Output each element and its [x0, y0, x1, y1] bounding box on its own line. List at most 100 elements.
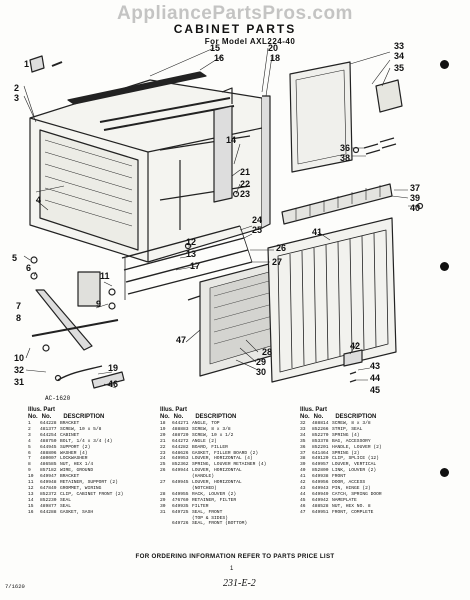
item-number: 16	[28, 509, 34, 515]
callout-44: 44	[370, 373, 381, 383]
item-number: 23	[160, 450, 166, 456]
callout-1: 1	[24, 59, 30, 69]
part-description: GASKET, SASH	[60, 509, 94, 515]
callout-13: 13	[186, 249, 197, 259]
part-number: 852201	[312, 444, 329, 450]
illus-header: Illus.	[28, 407, 42, 413]
callout-2: 2	[14, 83, 20, 93]
part-description: LOUVER, HORIZONTAL	[192, 468, 242, 474]
item-number: 30	[160, 503, 166, 509]
part-number: 476760	[172, 497, 189, 503]
part-description: LOUVER, HORIZONTAL (4)	[192, 456, 253, 462]
item-number: 39	[300, 462, 306, 468]
part-description: ANGLE, TOP	[192, 421, 220, 426]
item-number: 38	[300, 456, 306, 462]
item-number: 18	[160, 421, 166, 426]
item-number: 13	[28, 491, 34, 497]
part-description: SCREW, 8 x 3/8	[192, 426, 231, 432]
callout-37: 37	[410, 183, 421, 193]
part-number: 641464	[312, 450, 329, 456]
item-number: 24	[160, 456, 166, 462]
callout-43: 43	[370, 361, 381, 371]
part-description: SCREW, 10 x 5/8	[60, 426, 102, 432]
callout-9: 9	[96, 299, 102, 309]
callout-15: 15	[210, 43, 221, 53]
item-number: 21	[160, 438, 166, 444]
table-header: Illus. Part	[160, 407, 295, 414]
part-description: CABINET	[60, 432, 80, 438]
table-row: (HANDLE)	[160, 474, 295, 480]
item-number: 45	[300, 497, 306, 503]
part-number: 649943	[312, 485, 329, 491]
item-number: 20	[160, 432, 166, 438]
part-number: 649945	[172, 480, 189, 486]
part-number: 644282	[172, 444, 189, 450]
sheet-reference: 231-E-2	[223, 578, 256, 589]
callout-33: 33	[394, 41, 405, 51]
part-number: 488814	[312, 421, 329, 426]
callout-47: 47	[176, 335, 187, 345]
watermark: AppliancePartsPros.com	[117, 3, 353, 24]
part-number: 647849	[40, 485, 57, 491]
part-number: 649942	[312, 497, 329, 503]
part-description: BOARD, FILLER	[192, 444, 228, 450]
description-header: DESCRIPTION	[195, 414, 237, 420]
binder-hole-bottom	[440, 468, 449, 477]
item-number: 40	[300, 468, 306, 474]
part-number: 488750	[40, 438, 57, 444]
part-description: LOCKWASHER	[60, 456, 88, 462]
part-number: 649120	[312, 456, 329, 462]
part-description: RETAINER, FILTER	[192, 497, 237, 503]
callout-10: 10	[14, 353, 25, 363]
item-number: 8	[28, 462, 31, 468]
part-number: 649938	[312, 474, 329, 480]
description-header: DESCRIPTION	[63, 414, 105, 420]
item-number: 46	[300, 503, 306, 509]
part-description: DOOR, ACCESS	[332, 480, 366, 486]
part-description: BRACKET	[60, 474, 80, 480]
part-header: Part	[315, 407, 328, 413]
callout-46: 46	[108, 379, 119, 389]
no-header: No.	[41, 414, 52, 420]
part-description: LINK, LOUVER (2)	[332, 468, 377, 474]
part-description: LOUVER, VERTICAL	[332, 462, 377, 468]
part-number: 489877	[40, 503, 57, 509]
callout-28: 28	[262, 347, 273, 357]
item-number: 1	[28, 421, 31, 426]
item-number: 7	[28, 456, 31, 462]
item-number: 22	[160, 444, 166, 450]
item-number: 33	[300, 426, 306, 432]
part-number: 649949	[312, 491, 329, 497]
item-number: 27	[160, 480, 166, 486]
model-subtitle: For Model AXL224-40	[204, 37, 296, 46]
part-number: 486585	[40, 462, 57, 468]
part-description: SUPPORT (2)	[60, 444, 91, 450]
item-number: 28	[160, 491, 166, 497]
table-header: Illus. Part	[28, 407, 158, 414]
item-number: 5	[28, 444, 31, 450]
item-number: 12	[28, 485, 34, 491]
callout-34: 34	[394, 51, 405, 61]
part-number: 649935	[172, 503, 189, 509]
part-description: RETAINER, SUPPORT (2)	[60, 480, 118, 486]
